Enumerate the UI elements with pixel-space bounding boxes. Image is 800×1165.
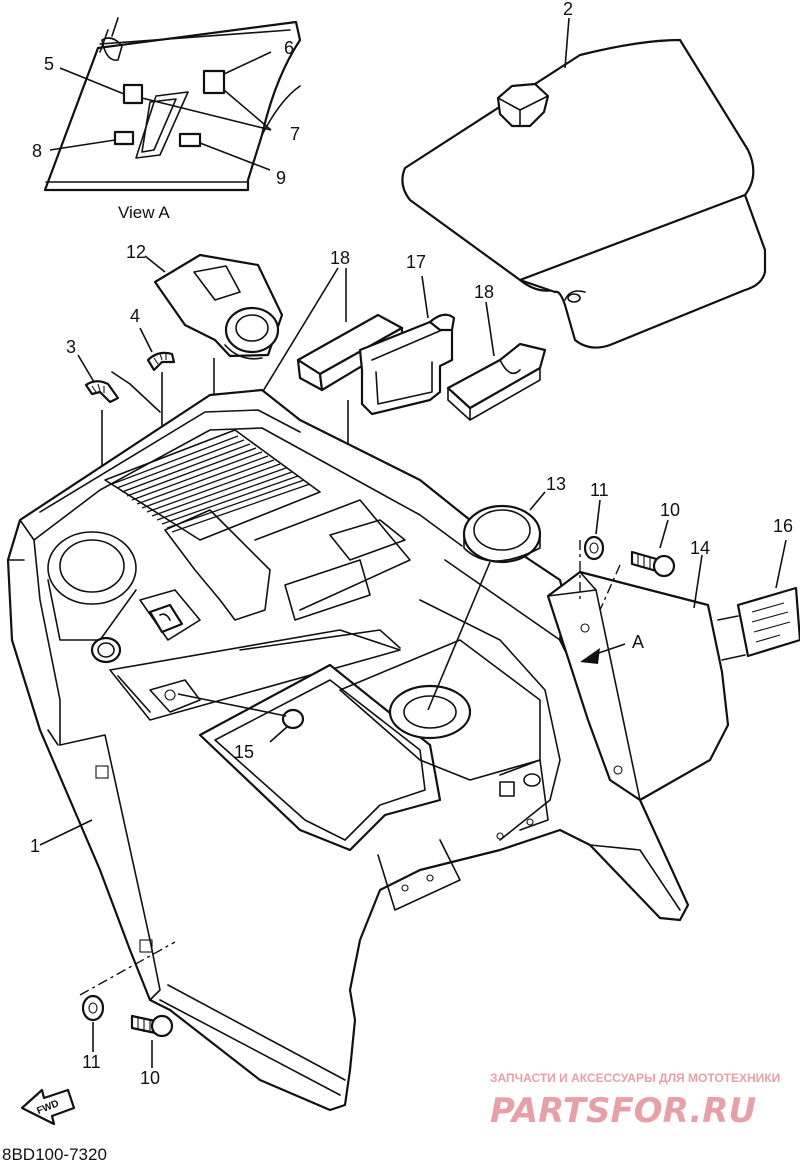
vent-grille xyxy=(111,435,311,533)
cup-holder-part-12 xyxy=(144,253,284,520)
callout-11-top: 11 xyxy=(590,480,609,500)
callout-10-bottom: 10 xyxy=(140,1068,160,1088)
callout-15: 15 xyxy=(234,742,254,762)
callout-4: 4 xyxy=(130,306,140,326)
clip-9 xyxy=(178,132,202,148)
lid-part-2 xyxy=(401,17,767,349)
bracket-part-17 xyxy=(347,275,456,580)
watermark-logo: PARTSFOR.RU xyxy=(490,1091,756,1131)
callout-8: 8 xyxy=(32,141,42,161)
callout-5: 5 xyxy=(44,54,54,74)
callout-9: 9 xyxy=(276,168,286,188)
lid-knob xyxy=(496,82,550,128)
callout-18-right: 18 xyxy=(474,282,494,302)
clip-5 xyxy=(122,83,144,105)
clip-6 xyxy=(202,69,226,95)
callout-3: 3 xyxy=(66,337,76,357)
callout-16: 16 xyxy=(773,516,793,536)
shift-gate xyxy=(148,603,184,634)
figure-code: 8BD100-7320 xyxy=(2,1145,107,1164)
view-a-arrow xyxy=(580,643,626,664)
callout-18-left: 18 xyxy=(330,248,350,268)
nut-part-11-bottom xyxy=(81,994,105,1052)
callout-6: 6 xyxy=(284,38,294,58)
socket xyxy=(90,636,122,664)
callout-10-top: 10 xyxy=(660,500,680,520)
side-panel-part-14 xyxy=(546,554,730,802)
bolt-part-10-bottom xyxy=(130,1014,174,1068)
clip-8 xyxy=(113,130,135,146)
console-body-part-1 xyxy=(6,388,690,1112)
plug-part-15 xyxy=(177,693,305,743)
callout-17: 17 xyxy=(406,252,426,272)
callout-14: 14 xyxy=(690,538,710,558)
nut-part-11-top xyxy=(583,499,605,561)
callout-11-bottom: 11 xyxy=(82,1052,101,1072)
view-a-caption: View A xyxy=(118,203,170,222)
bolt-part-10-top xyxy=(630,519,676,578)
callout-2: 2 xyxy=(563,0,573,19)
pad-part-18-right xyxy=(446,301,547,421)
callout-12: 12 xyxy=(126,242,146,262)
cup-well-right xyxy=(388,684,472,740)
cup-well-left xyxy=(47,531,137,605)
label-part-16 xyxy=(717,539,800,661)
watermark-tagline: ЗАПЧАСТИ И АКСЕССУАРЫ ДЛЯ МОТОТЕХНИКИ xyxy=(490,1071,780,1085)
view-a-inset xyxy=(43,17,302,192)
callout-13: 13 xyxy=(546,474,566,494)
grommet-part-13 xyxy=(427,491,546,711)
fwd-arrow-icon xyxy=(20,1088,76,1126)
view-a-arrow-label: A xyxy=(632,632,644,652)
watermark: ЗАПЧАСТИ И АКСЕССУАРЫ ДЛЯ МОТОТЕХНИКИ PA… xyxy=(490,1071,780,1131)
callout-1: 1 xyxy=(30,836,40,856)
callout-7: 7 xyxy=(290,124,300,144)
